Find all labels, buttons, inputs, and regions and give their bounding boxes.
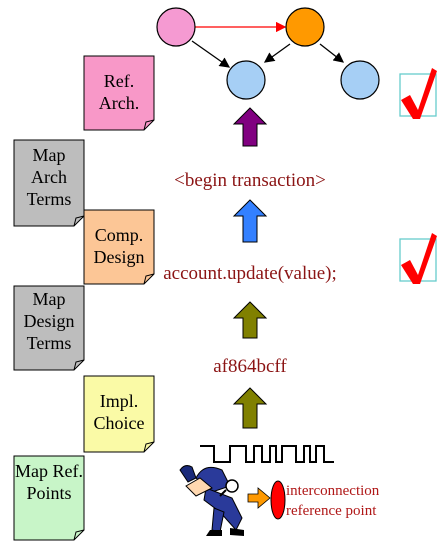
edge-pink-blue-left bbox=[191, 40, 231, 68]
up-arrow-olive-2 bbox=[232, 387, 268, 429]
note-map-design-terms: Map Design Terms bbox=[13, 285, 85, 371]
note-impl-choice-label: Impl. Choice bbox=[93, 391, 145, 433]
up-arrow-purple bbox=[232, 107, 268, 147]
inspector-figure-icon bbox=[179, 465, 244, 536]
note-map-ref-points: Map Ref. Points bbox=[13, 455, 85, 541]
node-blue-left bbox=[226, 60, 266, 100]
node-blue-right bbox=[340, 60, 380, 100]
note-comp-design-label: Comp. Design bbox=[93, 225, 145, 267]
annotation-line-1: interconnection bbox=[286, 483, 380, 499]
up-arrow-blue bbox=[232, 199, 268, 243]
note-map-design-terms-label: Map Design Terms bbox=[23, 289, 75, 353]
annotation-line-2: reference point bbox=[286, 503, 377, 519]
pointer-arrow-icon bbox=[247, 487, 271, 509]
node-pink bbox=[156, 7, 196, 47]
edge-orange-blue-left bbox=[263, 43, 291, 63]
up-arrow-olive-1 bbox=[232, 301, 268, 339]
reference-point-marker bbox=[270, 480, 286, 520]
node-orange bbox=[285, 7, 325, 47]
note-ref-arch-label: Ref. Arch. bbox=[98, 71, 140, 113]
note-map-arch-terms: Map Arch Terms bbox=[13, 139, 85, 227]
note-map-ref-points-label: Map Ref. Points bbox=[15, 461, 83, 503]
level-account-update: account.update(value); bbox=[163, 263, 337, 284]
signal-waveform bbox=[200, 445, 334, 463]
note-ref-arch: Ref. Arch. bbox=[83, 55, 155, 131]
level-hex-code: af864bcff bbox=[213, 356, 287, 377]
note-impl-choice: Impl. Choice bbox=[83, 375, 155, 453]
check-icon-top bbox=[401, 68, 437, 119]
check-icon-middle bbox=[401, 233, 437, 284]
note-comp-design: Comp. Design bbox=[83, 209, 155, 285]
note-map-arch-terms-label: Map Arch Terms bbox=[26, 145, 72, 209]
edge-orange-blue-right bbox=[319, 43, 345, 63]
level-begin-transaction: <begin transaction> bbox=[174, 170, 326, 191]
